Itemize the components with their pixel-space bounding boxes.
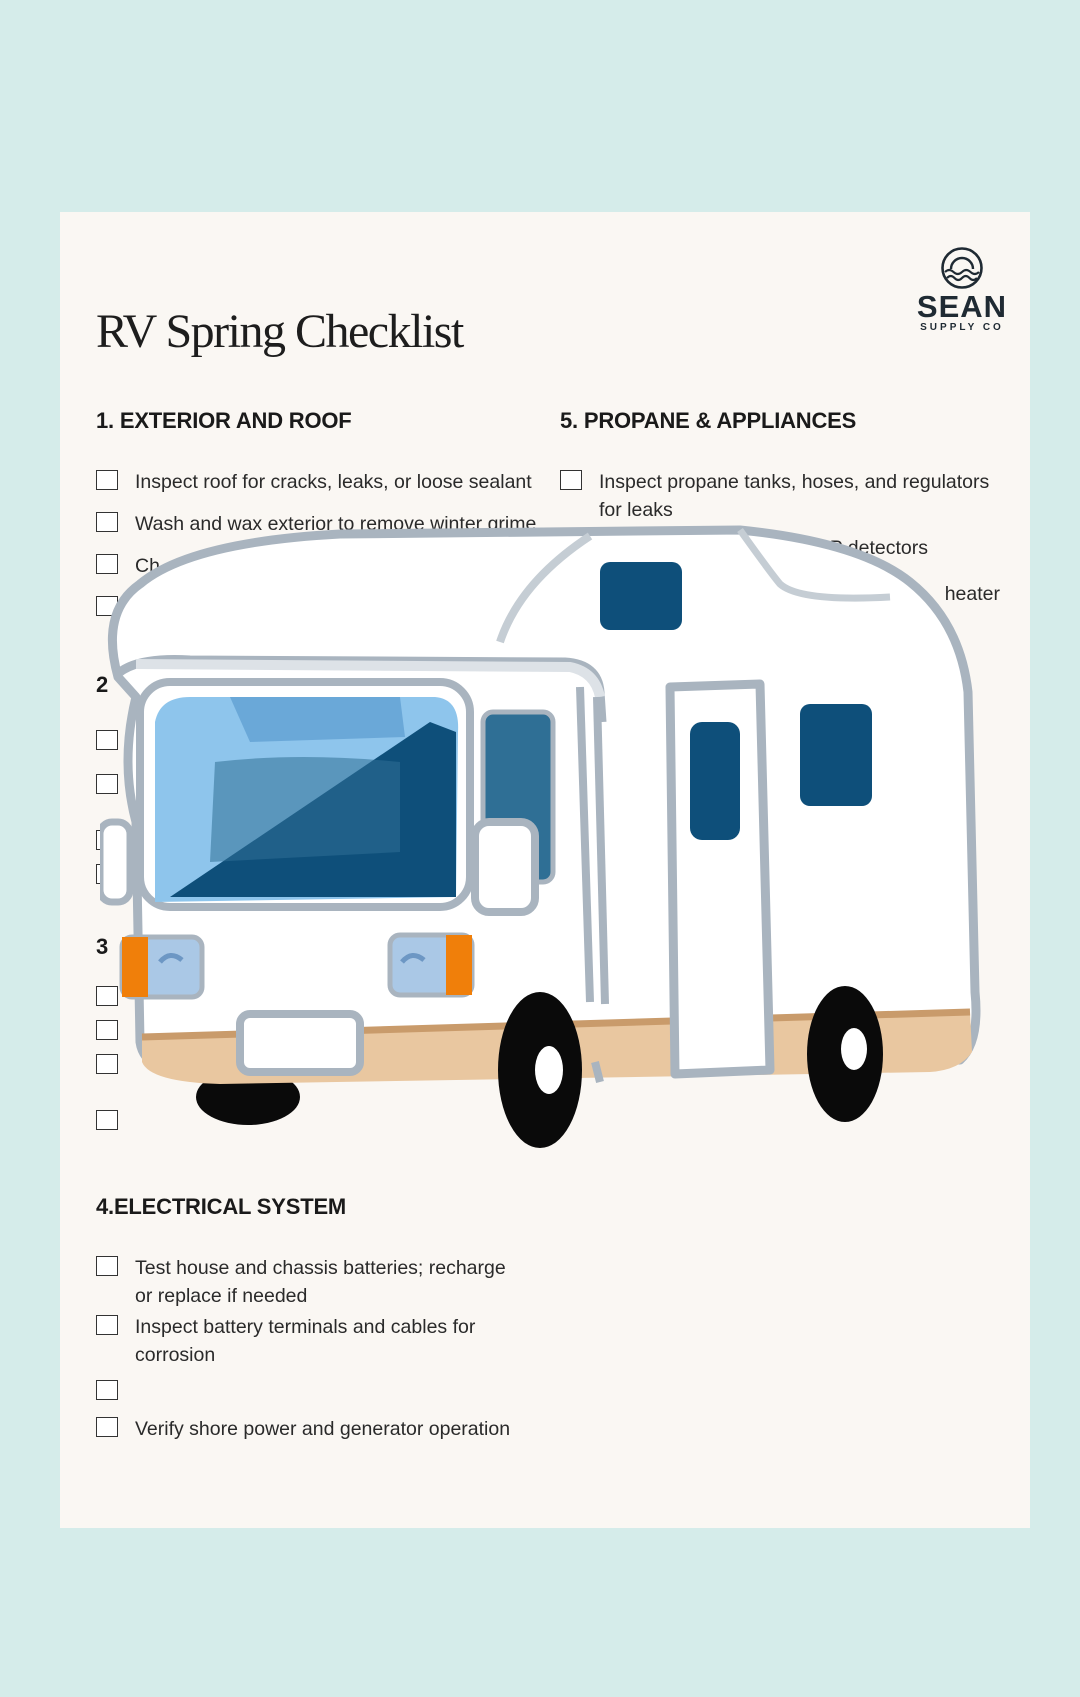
checklist-item: Test house and chassis batteries; rechar… — [96, 1254, 516, 1310]
checklist-item: heater — [560, 580, 1000, 608]
checklist-item — [96, 1018, 296, 1040]
checkbox[interactable] — [96, 1110, 118, 1130]
item-text: Inspect propane tanks, hoses, and regula… — [599, 471, 990, 521]
checklist-item — [96, 1052, 296, 1074]
section-heading: 4.ELECTRICAL SYSTEM — [96, 1194, 347, 1219]
checklist-item: Inspect battery terminals and cables for… — [96, 1313, 516, 1369]
checklist-item: Inspect propane tanks, hoses, and regula… — [560, 468, 1000, 524]
checkbox[interactable] — [96, 512, 118, 532]
rv-windshield — [136, 678, 474, 911]
item-text: Inspect battery terminals and cables for… — [135, 1316, 476, 1366]
checkbox[interactable] — [96, 1054, 118, 1074]
rv-back-tire — [807, 986, 883, 1122]
checkbox[interactable] — [96, 554, 118, 574]
section-propane-appliances: 5. PROPANE & APPLIANCES Inspect propane … — [560, 408, 1000, 608]
checkbox[interactable] — [96, 470, 118, 490]
section-heading: 3 — [96, 934, 109, 959]
section-electrical-system: 4.ELECTRICAL SYSTEM Test house and chass… — [96, 1194, 516, 1443]
checkbox[interactable] — [96, 1020, 118, 1040]
rv-mirror — [471, 818, 539, 916]
waves-logo-icon — [941, 247, 983, 289]
section-3: 3 — [96, 934, 296, 1130]
checklist-item — [96, 1378, 516, 1406]
item-text: Verify shore power and generator operati… — [135, 1418, 511, 1440]
checkbox[interactable] — [96, 1256, 118, 1276]
checkbox[interactable] — [96, 1417, 118, 1437]
section-heading: 1. EXTERIOR AND ROOF — [96, 408, 352, 433]
page-title: RV Spring Checklist — [96, 305, 464, 358]
item-text: Test house and chassis batteries; rechar… — [135, 1257, 506, 1307]
section-heading: 2 — [96, 672, 109, 697]
rv-side-mirror-left — [100, 818, 134, 906]
checklist-item — [96, 772, 296, 794]
rv-headlights — [119, 932, 475, 1000]
checkbox[interactable] — [96, 774, 118, 794]
section-exterior-roof: 1. EXTERIOR AND ROOF Inspect roof for cr… — [96, 408, 546, 616]
checklist-item — [96, 984, 296, 1006]
rv-license-plate — [236, 1010, 364, 1076]
item-text: heater — [944, 583, 1000, 605]
rv-rear-window — [800, 704, 872, 806]
item-text: Inspect roof for cracks, leaks, or loose… — [135, 471, 532, 493]
rv-front-tire — [498, 992, 582, 1148]
rv-door — [665, 679, 775, 1079]
brand-logo: SEAN SUPPLY CO — [902, 246, 1022, 333]
checklist-item: Inspect roof for cracks, leaks, or loose… — [96, 468, 546, 496]
camper-rv-illustration — [100, 525, 981, 1148]
checkbox[interactable] — [560, 470, 582, 490]
checkbox[interactable] — [96, 1380, 118, 1400]
checklist-item — [96, 1108, 296, 1130]
rv-cab-roof-window — [600, 562, 682, 630]
checkbox[interactable] — [96, 730, 118, 750]
logo-subtitle: SUPPLY CO — [920, 322, 1004, 333]
logo-name: SEAN — [916, 289, 1008, 324]
checkbox[interactable] — [96, 986, 118, 1006]
checkbox[interactable] — [96, 1315, 118, 1335]
checklist-item: Verify shore power and generator operati… — [96, 1415, 516, 1443]
section-heading: 5. PROPANE & APPLIANCES — [560, 408, 857, 433]
